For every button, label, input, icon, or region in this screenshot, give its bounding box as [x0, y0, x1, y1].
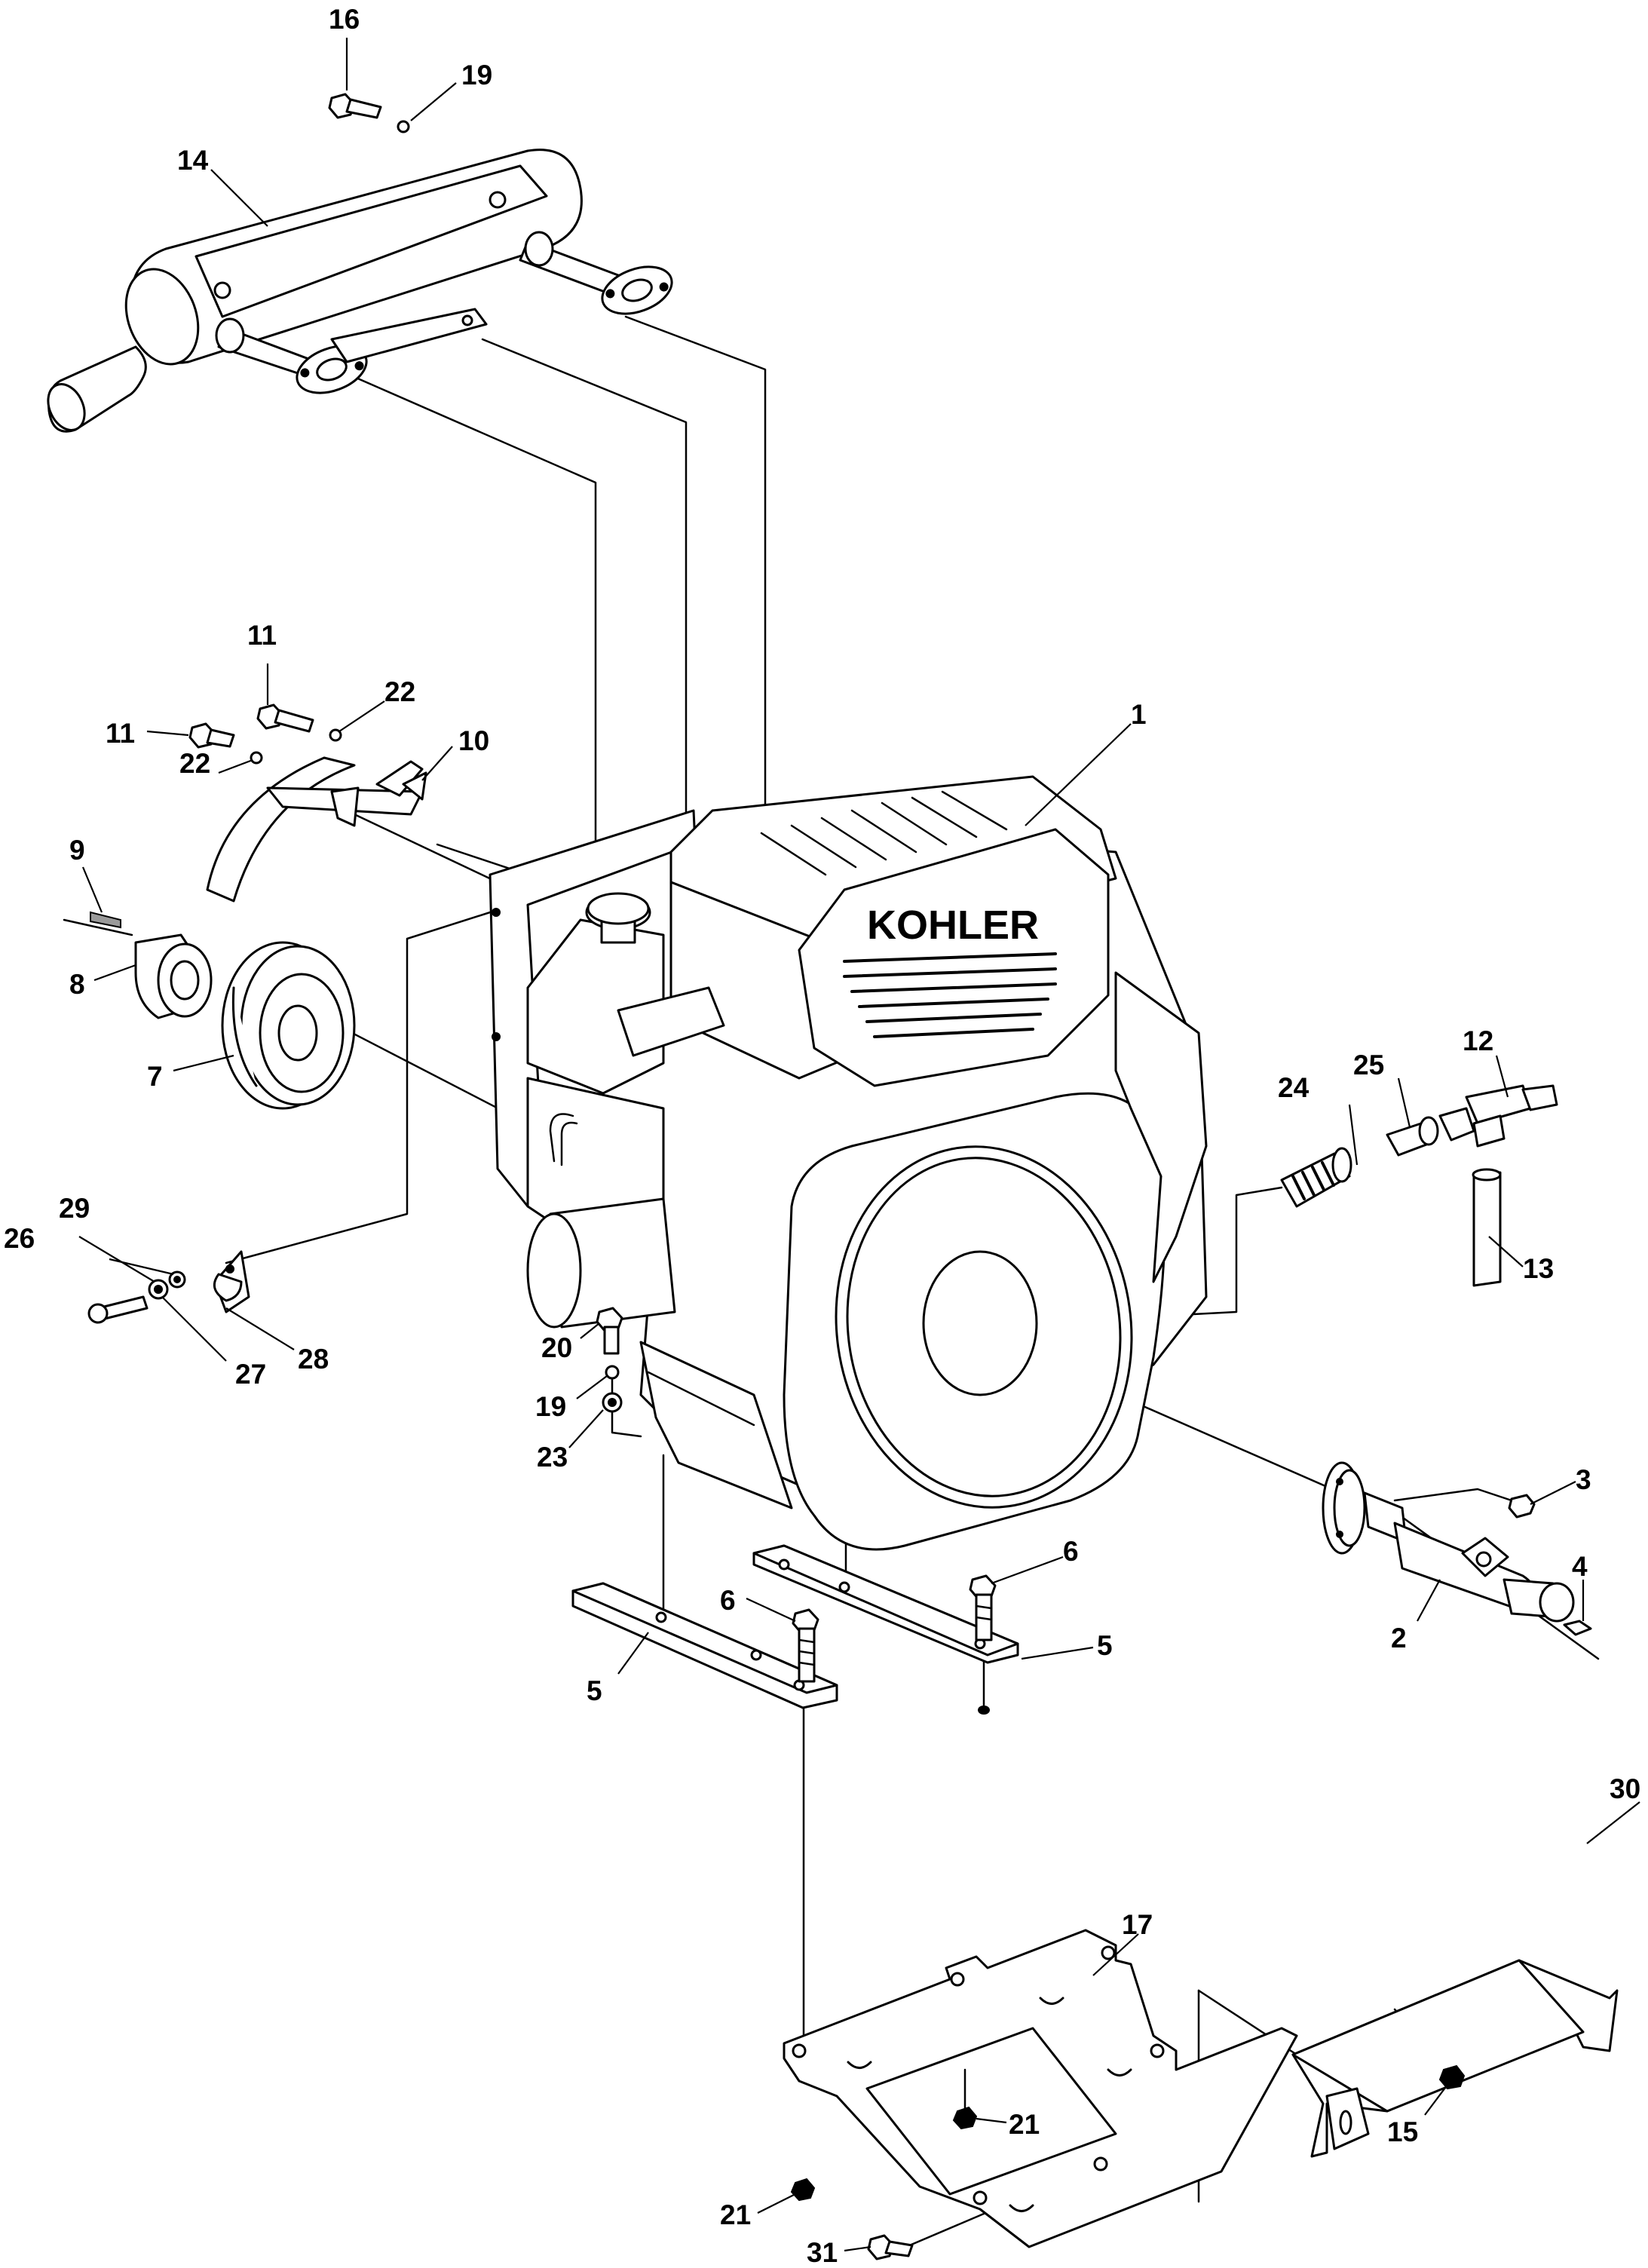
coupler-assembly	[1322, 1461, 1592, 1636]
callout-17: 17	[1122, 1909, 1153, 1940]
callout-14: 14	[177, 145, 209, 176]
callout-16: 16	[329, 4, 360, 35]
mount-pads	[571, 1307, 1019, 1715]
callout-20: 20	[541, 1332, 572, 1363]
callout-numbers: 16 19 14 1 11 11 22 22 10 9 8 7 24 25 12…	[4, 4, 1640, 2268]
brand-label: KOHLER	[867, 903, 1039, 948]
callout-22-upper: 22	[384, 676, 415, 707]
callout-28: 28	[298, 1344, 329, 1375]
callout-22-lower: 22	[179, 748, 210, 779]
callout-19-top: 19	[461, 60, 492, 90]
callout-5-left: 5	[587, 1675, 602, 1706]
callout-6-right: 6	[1063, 1536, 1079, 1567]
callout-leaders	[78, 38, 1640, 2252]
callout-5-right: 5	[1097, 1630, 1113, 1661]
callout-11-lower: 11	[106, 718, 135, 749]
callout-10: 10	[458, 725, 489, 756]
callout-3: 3	[1576, 1464, 1591, 1495]
callout-9: 9	[69, 835, 85, 866]
callout-19-lower: 19	[535, 1391, 566, 1422]
callout-13: 13	[1523, 1253, 1554, 1284]
callout-21-upper: 21	[1009, 2109, 1040, 2140]
callout-23: 23	[537, 1442, 568, 1473]
callout-12: 12	[1463, 1025, 1493, 1056]
callout-30: 30	[1610, 1773, 1640, 1804]
heat-shield	[206, 756, 427, 903]
callout-26: 26	[4, 1223, 35, 1254]
top-fasteners	[188, 93, 410, 765]
callout-8: 8	[69, 969, 85, 1000]
muffler	[47, 149, 673, 433]
callout-6-left: 6	[720, 1585, 736, 1616]
callout-1: 1	[1131, 699, 1147, 730]
callout-27: 27	[235, 1359, 266, 1390]
callout-4: 4	[1572, 1551, 1588, 1582]
callout-15: 15	[1387, 2116, 1418, 2147]
callout-11-upper: 11	[247, 620, 277, 651]
callout-29: 29	[59, 1193, 90, 1224]
callout-7: 7	[147, 1061, 163, 1092]
callout-25: 25	[1353, 1050, 1384, 1080]
callout-21-lower: 21	[720, 2199, 751, 2230]
oil-drain-fittings	[1280, 1084, 1558, 1287]
engine: KOHLER	[489, 775, 1208, 1551]
side-shield	[1291, 1959, 1619, 2158]
callout-31: 31	[807, 2237, 838, 2268]
callout-24: 24	[1278, 1072, 1310, 1103]
pulley-assembly	[63, 911, 356, 1110]
clamp-assembly	[87, 1250, 250, 1324]
base-plate	[783, 1929, 1298, 2260]
callout-2: 2	[1391, 1623, 1407, 1653]
